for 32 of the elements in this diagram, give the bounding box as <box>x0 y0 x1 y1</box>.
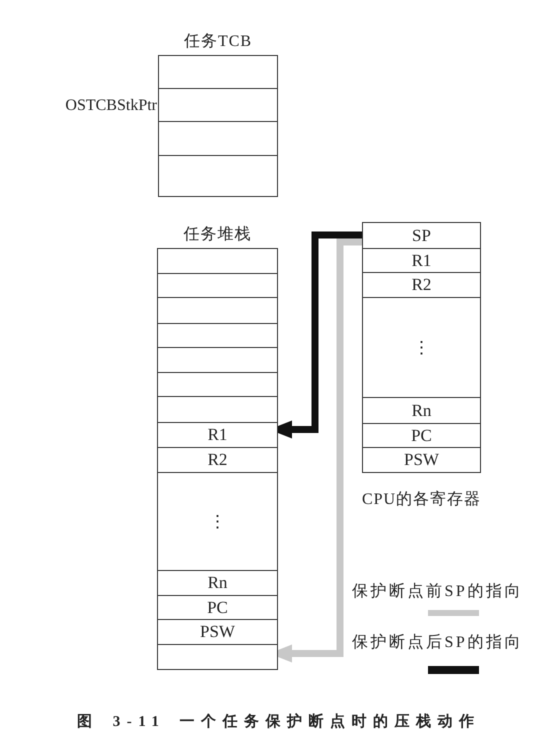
register-entry: PSW <box>362 447 481 473</box>
legend-text: 保护断点后SP的指向 <box>352 633 523 653</box>
stack-entry <box>157 644 278 670</box>
stack-entry <box>157 272 278 298</box>
table-heading: 任务TCB <box>182 32 254 52</box>
register-entry: PC <box>362 422 481 448</box>
table-heading: 任务堆栈 <box>182 224 252 245</box>
tcb-entry <box>158 121 278 156</box>
pointer-label: OSTCBStkPtr <box>65 96 157 116</box>
tcb-entry <box>158 88 278 122</box>
stack-entry <box>157 372 278 398</box>
tcb-entry <box>158 55 278 89</box>
figure-caption: 图 3-11 一个任务保护断点时的压栈动作 <box>77 712 481 732</box>
legend-text: 保护断点前SP的指向 <box>352 582 523 602</box>
stack-entry <box>157 396 278 423</box>
stack-entry <box>157 322 278 348</box>
stack-entry: ⋮ <box>157 472 278 572</box>
stack-entry: R1 <box>157 422 278 448</box>
stack-entry: R2 <box>157 447 278 473</box>
stack-entry <box>157 248 278 274</box>
tcb-entry <box>158 154 278 196</box>
register-entry: R1 <box>362 248 481 274</box>
table-heading: CPU的各寄存器 <box>360 490 482 510</box>
register-entry: R2 <box>362 272 481 298</box>
register-entry: Rn <box>362 397 481 424</box>
stack-entry <box>157 297 278 324</box>
stack-entry: PC <box>157 594 278 620</box>
stack-entry <box>157 347 278 373</box>
stack-entry: PSW <box>157 619 278 645</box>
register-entry: SP <box>362 222 481 249</box>
register-entry: ⋮ <box>362 296 481 398</box>
stack-entry: Rn <box>157 570 278 596</box>
